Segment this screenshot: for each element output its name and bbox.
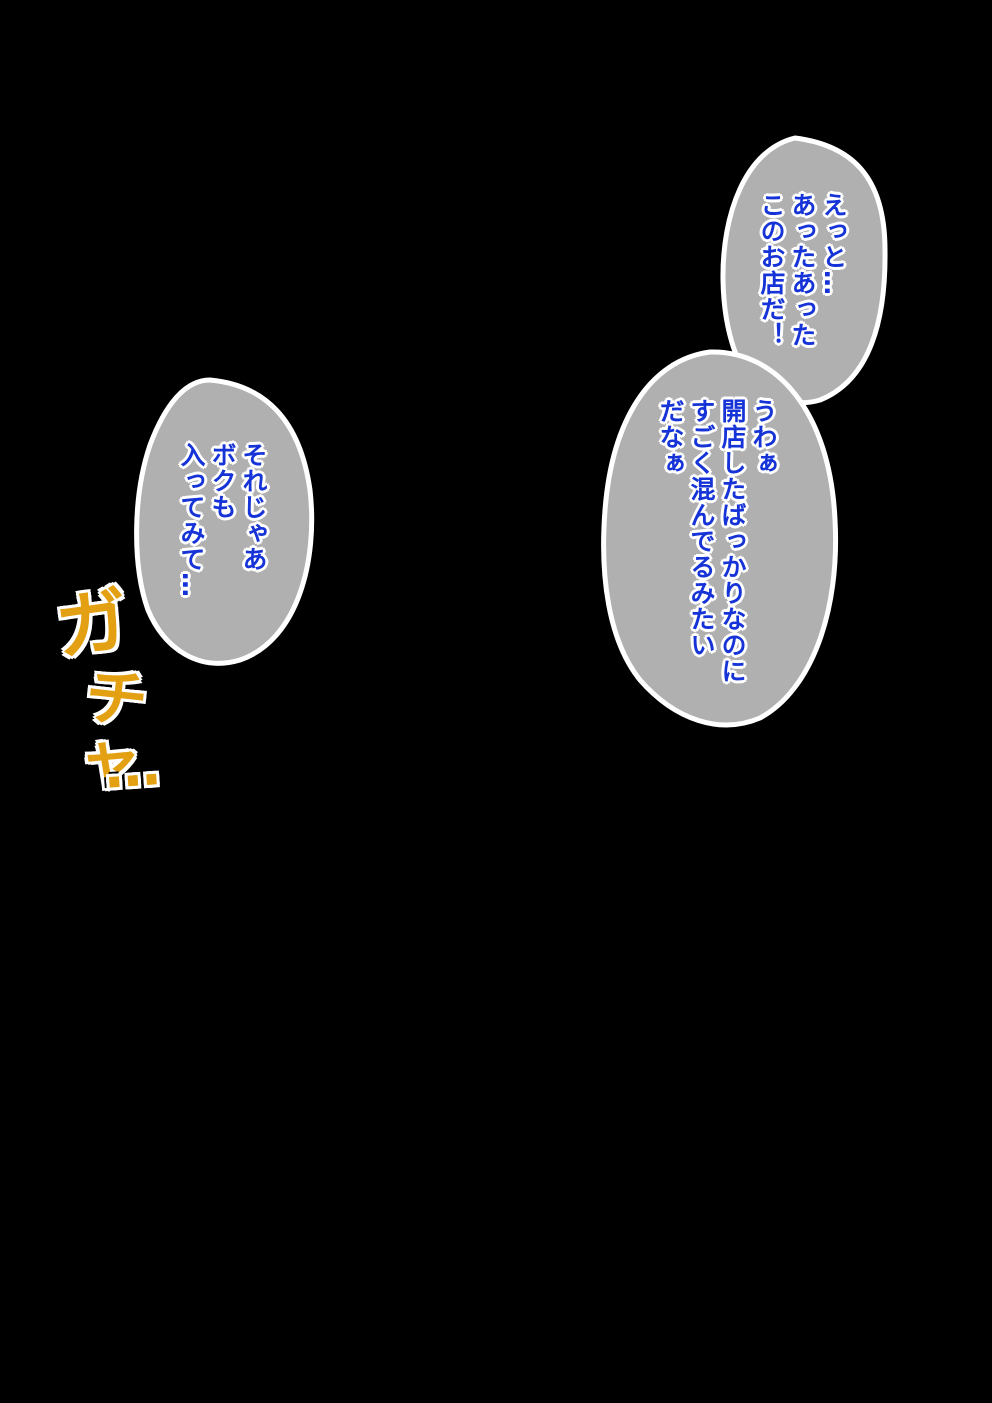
speech-line: すごく混んでるみたい	[687, 398, 716, 658]
sfx-glyph: …	[101, 733, 163, 802]
speech-text-3: それじゃあ ボクも 入ってみて…	[176, 442, 269, 598]
speech-line: 開店したばっかりなのに	[718, 398, 747, 684]
speech-bubble-2	[601, 349, 839, 728]
speech-line: このお店だ！	[757, 192, 786, 348]
speech-line: ボクも	[208, 442, 237, 520]
sfx-glyph: ガ	[50, 577, 134, 671]
speech-text-2: うわぁ 開店したばっかりなのに すごく混んでるみたい だなぁ	[655, 398, 779, 684]
speech-line: えっと…	[819, 192, 848, 296]
speech-line: あったあった	[788, 192, 817, 348]
speech-line: 入ってみて…	[177, 442, 206, 598]
speech-line: うわぁ	[749, 398, 778, 476]
sound-effect-gacha: ガ チャ …	[51, 577, 182, 838]
speech-text-1: えっと… あったあった このお店だ！	[756, 192, 849, 348]
speech-line: だなぁ	[656, 398, 685, 476]
speech-bubble-3	[134, 377, 315, 666]
speech-line: それじゃあ	[239, 442, 268, 572]
